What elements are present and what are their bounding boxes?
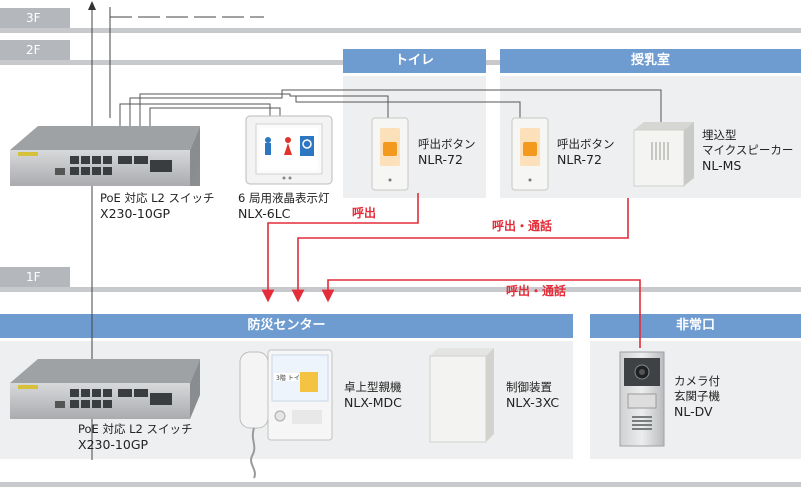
call-button-nursing-label: 呼出ボタン NLR-72 [557, 137, 615, 167]
switch-1f-label-line1: PoE 対応 L2 スイッチ [78, 422, 193, 436]
call-talk-arrow-2f [291, 198, 629, 303]
controller-label: 制御装置 NLX-3XC [506, 380, 559, 410]
floor-tag-2f: 2F [0, 40, 70, 60]
switch-1f-label-line2: X230-10GP [78, 437, 149, 452]
switch-1f-device [10, 359, 200, 419]
master-station-label: 卓上型親機 NLX-MDC [344, 380, 402, 410]
door-station-label-line1: カメラ付 [674, 374, 720, 388]
speaker-label-line1: 埋込型 [702, 128, 737, 142]
call-button-toilet-label: 呼出ボタン NLR-72 [418, 137, 476, 167]
switch-2f-device [10, 126, 200, 186]
switch-2f-label-line2: X230-10GP [100, 206, 171, 221]
switch-2f-label-line1: PoE 対応 L2 スイッチ [100, 191, 215, 205]
floor-line-3f [0, 28, 801, 33]
controller-label-line1: 制御装置 [506, 380, 552, 394]
display-lamp-label: 6 局用液晶表示灯 NLX-6LC [238, 191, 329, 221]
display-lamp-device [245, 115, 333, 185]
call-talk-arrow-1f [321, 279, 641, 348]
zone-header-emergency-exit: 非常口 [590, 314, 801, 338]
call-button-toilet-label-line2: NLR-72 [418, 152, 463, 167]
speaker-label: 埋込型 マイクスピーカー NL-MS [702, 128, 793, 173]
speaker-label-line3: NL-MS [702, 158, 742, 173]
floor-tag-1f: 1F [0, 267, 70, 287]
zone-header-toilet: トイレ [343, 49, 486, 73]
speaker-label-line2: マイクスピーカー [702, 143, 794, 157]
call-button-toilet-device [371, 117, 409, 191]
master-screen-text: 3階 トイレ [276, 374, 306, 382]
zone-header-disaster-center: 防災センター [0, 314, 573, 338]
master-station-label-line2: NLX-MDC [344, 395, 402, 410]
display-lamp-label-line2: NLX-6LC [238, 206, 291, 221]
call-button-nursing-device [511, 117, 549, 191]
controller-device [429, 348, 494, 443]
door-station-device [619, 351, 665, 447]
door-station-label-line3: NL-DV [674, 404, 713, 419]
speaker-device [633, 122, 694, 187]
signal-call-talk-label-1: 呼出・通話 [492, 219, 553, 233]
door-station-label-line2: 玄関子機 [674, 389, 720, 403]
switch-1f-label: PoE 対応 L2 スイッチ X230-10GP [78, 422, 193, 452]
call-button-nursing-label-line1: 呼出ボタン [557, 137, 615, 151]
call-arrow [261, 193, 419, 303]
display-lamp-label-line1: 6 局用液晶表示灯 [238, 191, 330, 205]
door-station-label: カメラ付 玄関子機 NL-DV [674, 374, 720, 419]
switch-2f-label: PoE 対応 L2 スイッチ X230-10GP [100, 191, 215, 221]
controller-label-line2: NLX-3XC [506, 395, 560, 410]
floor-tag-3f: 3F [0, 8, 70, 28]
signal-call-label: 呼出 [352, 206, 377, 220]
call-button-toilet-label-line1: 呼出ボタン [418, 137, 476, 151]
master-station-device: 3階 トイレ [239, 349, 333, 479]
call-button-nursing-label-line2: NLR-72 [557, 152, 602, 167]
master-station-label-line1: 卓上型親機 [344, 380, 402, 394]
signal-call-talk-label-2: 呼出・通話 [506, 284, 567, 298]
cabling-2f [119, 89, 662, 130]
floor-line-1f [0, 287, 801, 292]
signal-arrows [261, 193, 641, 348]
zone-header-nursing: 授乳室 [500, 49, 801, 73]
floor-line-bottom [0, 482, 801, 487]
trunk-arrow-icon [88, 1, 96, 10]
